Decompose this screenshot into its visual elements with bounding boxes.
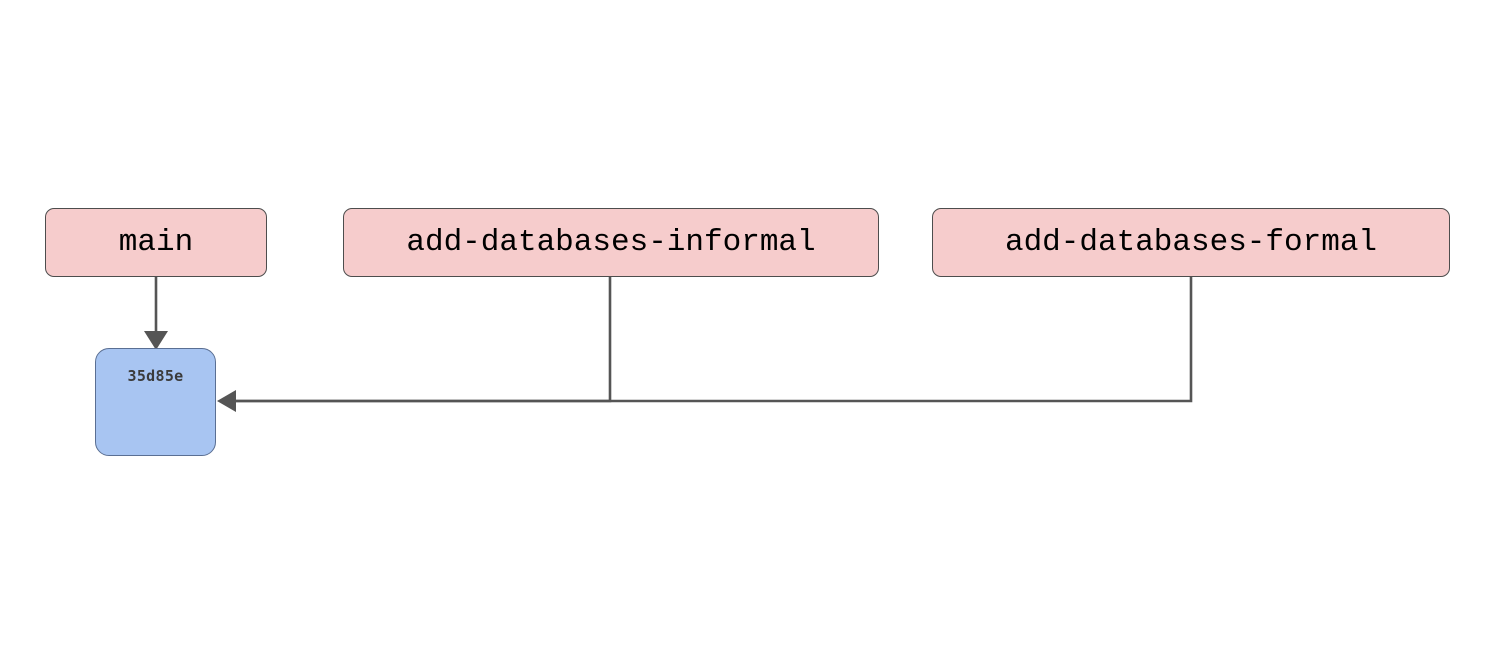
arrowhead-left-into-commit bbox=[217, 390, 236, 412]
arrowhead-down-into-commit bbox=[144, 331, 168, 350]
branch-node-add-databases-formal[interactable]: add-databases-formal bbox=[932, 208, 1450, 277]
commit-node-35d85e[interactable]: 35d85e bbox=[95, 348, 216, 456]
branch-node-main[interactable]: main bbox=[45, 208, 267, 277]
edge-formal-to-commit bbox=[230, 277, 1193, 403]
branch-node-label: add-databases-informal bbox=[406, 225, 816, 260]
branch-node-label: main bbox=[118, 225, 194, 260]
edge-informal-to-commit bbox=[230, 277, 612, 403]
branch-node-add-databases-informal[interactable]: add-databases-informal bbox=[343, 208, 879, 277]
branch-node-label: add-databases-formal bbox=[1004, 225, 1378, 260]
commit-node-label: 35d85e bbox=[127, 367, 184, 385]
